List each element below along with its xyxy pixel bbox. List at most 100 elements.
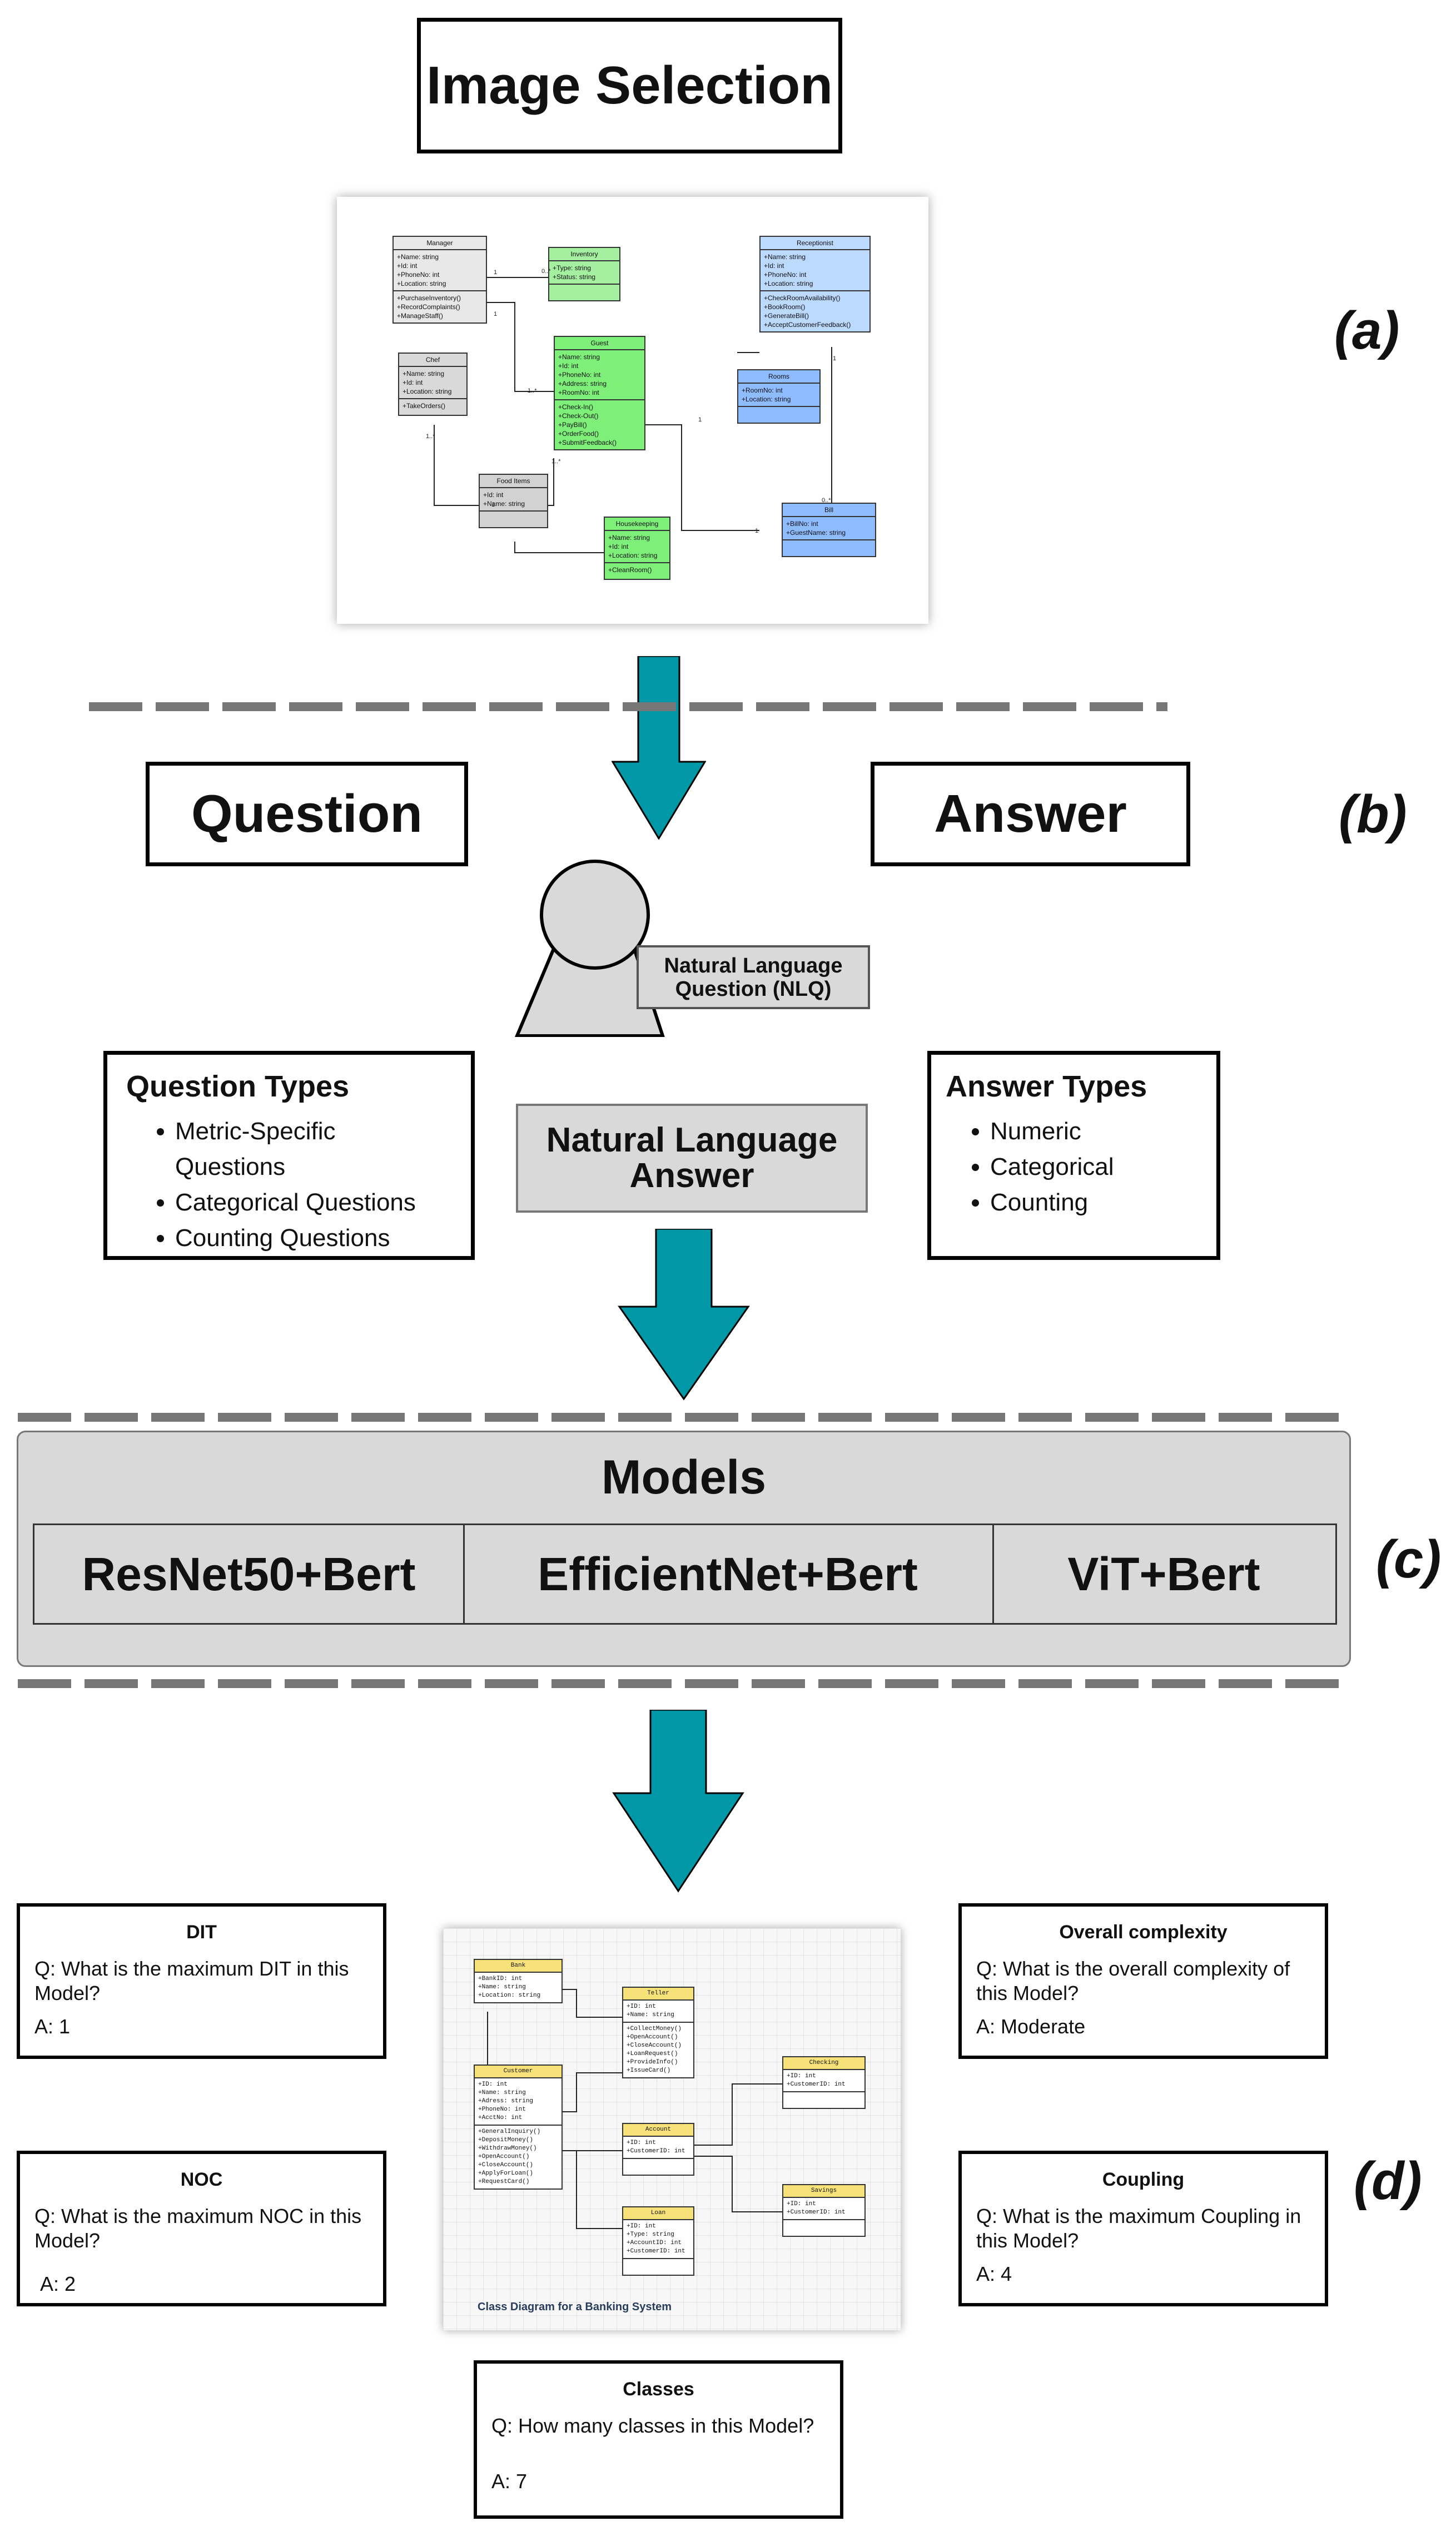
- uml-attributes: +Name: string+Id: int+PhoneNo: int+Locat…: [761, 250, 869, 291]
- user-icon: [514, 860, 665, 1037]
- model-resnet50-bert: ResNet50+Bert: [33, 1523, 465, 1625]
- uml-attributes: +RoomNo: int+Location: string: [738, 384, 819, 407]
- question-title: Question: [146, 762, 468, 866]
- nla-label: Natural Language Answer: [516, 1104, 868, 1213]
- question-type-item: Categorical Questions: [175, 1185, 452, 1220]
- divider-1: [89, 702, 1167, 711]
- uml-methods: +PurchaseInventory()+RecordComplaints()+…: [397, 294, 461, 320]
- panel-label-c: (c): [1376, 1530, 1442, 1589]
- uml-methods: [738, 407, 819, 423]
- question-title-text: Question: [191, 784, 423, 843]
- uml-class-customer: Customer+ID: int+Name: string+Adress: st…: [474, 2064, 563, 2190]
- answer-title-text: Answer: [934, 784, 1127, 843]
- multiplicity-label: 1..*: [426, 433, 435, 440]
- example-dit: DIT Q: What is the maximum DIT in this M…: [17, 1903, 386, 2059]
- uml-class-chef: Chef+Name: string+Id: int+Location: stri…: [398, 353, 468, 416]
- uml-class-name: Receptionist: [761, 237, 869, 250]
- uml-methods: [480, 512, 547, 527]
- uml-methods: [783, 2092, 864, 2108]
- multiplicity-label: 1..*: [551, 458, 561, 465]
- uml-class-name: Guest: [555, 337, 644, 350]
- question-type-item: Counting Questions: [175, 1220, 452, 1256]
- uml-attributes: +ID: int+CustomerID: int: [783, 2198, 864, 2220]
- uml-methods: +CollectMoney()+OpenAccount()+CloseAccou…: [627, 2026, 682, 2074]
- uml-methods: [783, 540, 875, 556]
- uml-class-name: Bank: [475, 1960, 561, 1973]
- uml-class-bank: Bank +BankID: int+Name: string+Location: …: [474, 1959, 563, 2003]
- answer-type-item: Categorical: [990, 1149, 1202, 1185]
- question-type-item: Metric-Specific Questions: [175, 1114, 452, 1185]
- example-heading: DIT: [186, 1922, 217, 1943]
- flow-arrow-2: [618, 1229, 750, 1401]
- bank-diagram-caption: Class Diagram for a Banking System: [478, 2301, 672, 2313]
- uml-class-housekeeping: Housekeeping+Name: string+Id: int+Locati…: [604, 517, 670, 580]
- uml-methods: +CheckRoomAvailability()+BookRoom()+Gene…: [764, 294, 851, 329]
- nlq-label-text: Natural Language Question (NLQ): [664, 954, 843, 1001]
- uml-class-manager: Manager+Name: string+Id: int+PhoneNo: in…: [392, 236, 487, 324]
- example-noc: NOC Q: What is the maximum NOC in this M…: [17, 2151, 386, 2306]
- example-question: Q: What is the maximum NOC in this Model…: [34, 2205, 362, 2252]
- uml-class-checking: Checking+ID: int+CustomerID: int: [782, 2056, 866, 2109]
- uml-class-name: Food Items: [480, 475, 547, 488]
- example-answer: A: 2: [40, 2272, 76, 2295]
- example-answer: A: 1: [34, 2015, 71, 2038]
- uml-class-bill: Bill+BillNo: int+GuestName: string: [782, 503, 876, 557]
- multiplicity-label: 0..*: [541, 268, 551, 275]
- multiplicity-label: 1..*: [528, 388, 537, 394]
- example-heading: NOC: [180, 2169, 223, 2190]
- multiplicity-label: 1: [494, 311, 498, 317]
- uml-class-savings: Savings+ID: int+CustomerID: int: [782, 2184, 866, 2237]
- uml-methods: +GeneralInquiry()+DepositMoney()+Withdra…: [478, 2128, 541, 2185]
- hotel-class-diagram: Manager +Name: string+Id: int+PhoneNo: in…: [337, 197, 928, 624]
- example-heading: Classes: [623, 2379, 694, 2400]
- flow-arrow-3: [612, 1710, 744, 1893]
- example-question: Q: How many classes in this Model?: [491, 2414, 814, 2437]
- multiplicity-label: 1: [698, 416, 702, 423]
- models-title: Models: [601, 1451, 767, 1504]
- question-types-heading: Question Types: [126, 1070, 350, 1103]
- uml-class-name: Customer: [475, 2066, 561, 2078]
- divider-2: [18, 1413, 1346, 1422]
- example-question: Q: What is the overall complexity of thi…: [976, 1957, 1290, 2004]
- example-answer: A: Moderate: [976, 2015, 1086, 2038]
- uml-class-account: Account+ID: int+CustomerID: int: [622, 2123, 694, 2176]
- example-coupling: Coupling Q: What is the maximum Coupling…: [958, 2151, 1328, 2306]
- example-heading: Overall complexity: [1059, 1922, 1228, 1943]
- uml-attributes: +BankID: int+Name: string+Location: stri…: [478, 1976, 541, 1999]
- uml-attributes: +Name: string+Id: int+Location: string: [605, 531, 669, 563]
- uml-methods: +TakeOrders(): [402, 402, 446, 410]
- nla-label-text: Natural Language Answer: [546, 1121, 838, 1195]
- uml-class-name: Inventory: [549, 248, 619, 261]
- uml-class-name: Rooms: [738, 370, 819, 384]
- model-label: ResNet50+Bert: [82, 1547, 416, 1600]
- flow-arrow-1: [612, 656, 706, 840]
- answer-types-list: Numeric Categorical Counting: [946, 1114, 1202, 1220]
- example-overall-complexity: Overall complexity Q: What is the overal…: [958, 1903, 1328, 2059]
- answer-types-heading: Answer Types: [946, 1070, 1147, 1103]
- uml-class-guest: Guest+Name: string+Id: int+PhoneNo: int+…: [554, 336, 645, 450]
- uml-class-rooms: Rooms+RoomNo: int+Location: string: [737, 369, 821, 424]
- multiplicity-label: 1: [491, 502, 495, 508]
- multiplicity-label: 0..*: [822, 497, 831, 504]
- uml-methods: [623, 2159, 693, 2175]
- uml-class-loan: Loan+ID: int+Type: string+AccountID: int…: [622, 2206, 694, 2276]
- uml-methods: [623, 2259, 693, 2275]
- model-vit-bert: ViT+Bert: [992, 1523, 1337, 1625]
- image-selection-title-text: Image Selection: [426, 56, 833, 115]
- uml-class-name: Bill: [783, 504, 875, 517]
- divider-3: [18, 1679, 1346, 1688]
- multiplicity-label: 1: [494, 269, 498, 276]
- uml-class-name: Teller: [623, 1988, 693, 2001]
- uml-class-name: Account: [623, 2124, 693, 2137]
- example-classes: Classes Q: How many classes in this Mode…: [474, 2360, 843, 2519]
- uml-class-inventory: Inventory+Type: string+Status: string: [548, 247, 620, 301]
- uml-attributes: +Name: string+Id: int+Location: string: [399, 367, 466, 399]
- answer-types-box: Answer Types Numeric Categorical Countin…: [927, 1051, 1220, 1260]
- uml-attributes: +ID: int+Name: string+Adress: string+Pho…: [475, 2078, 561, 2126]
- models-panel: Models ResNet50+Bert EfficientNet+Bert V…: [17, 1431, 1351, 1667]
- uml-methods: [783, 2220, 864, 2236]
- uml-class-name: Manager: [394, 237, 486, 250]
- uml-class-food-items: Food Items+Id: int+Name: string: [479, 474, 548, 528]
- uml-attributes: +ID: int+CustomerID: int: [783, 2070, 864, 2092]
- bank-class-diagram: Bank +BankID: int+Name: string+Location: …: [443, 1928, 901, 2330]
